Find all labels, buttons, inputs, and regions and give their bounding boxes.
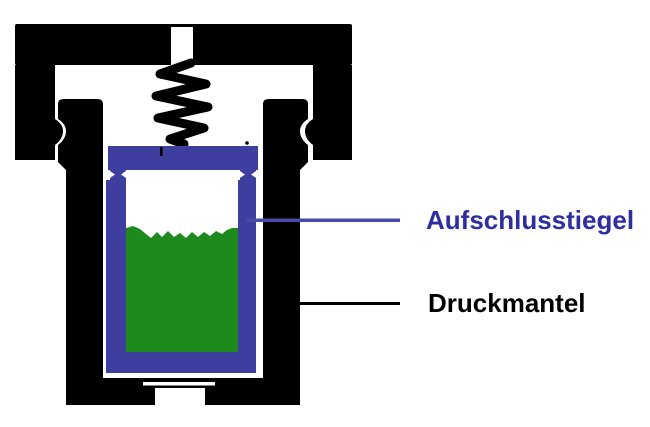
jacket-label: Druckmantel	[428, 288, 586, 318]
seal-notch	[251, 171, 256, 178]
leader-line-jacket	[290, 302, 400, 305]
cap-right-wall	[305, 65, 352, 160]
screw-cap	[15, 24, 352, 160]
digestion-crucible	[106, 141, 258, 373]
seal-notch	[121, 171, 126, 178]
sample-fill	[126, 226, 238, 352]
jacket-floor-pedestal-notch	[155, 388, 205, 405]
cap-left-wall	[15, 65, 63, 160]
lid-tick-mark	[160, 147, 163, 156]
crucible-label: Aufschlusstiegel	[426, 205, 635, 235]
crucible-body	[106, 180, 256, 373]
jacket-floor-slit	[143, 382, 215, 386]
leader-line-crucible	[247, 218, 400, 222]
sample	[126, 226, 238, 352]
spring	[151, 58, 213, 149]
crucible-lid	[108, 146, 258, 170]
pressure-jacket	[58, 99, 308, 405]
seal-notch	[110, 171, 115, 178]
spring-coil	[151, 58, 213, 149]
seal-notch	[240, 171, 245, 178]
cap-vent-slot	[171, 27, 193, 65]
jacket-body	[58, 99, 308, 405]
lid-dot-mark	[245, 141, 249, 145]
